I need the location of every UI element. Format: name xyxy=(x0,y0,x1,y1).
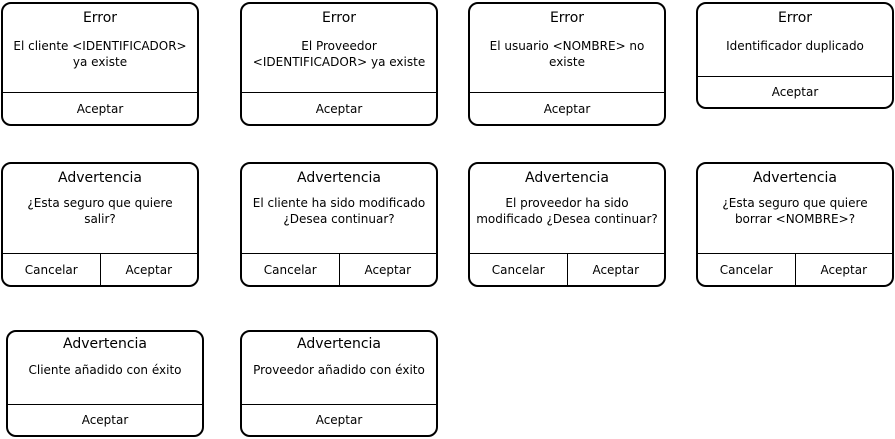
accept-button[interactable]: Aceptar xyxy=(338,254,437,285)
error-dialog-usuario-no-existe: Error El usuario <NOMBRE> no existe Acep… xyxy=(468,2,666,126)
dialog-footer: Aceptar xyxy=(470,92,664,124)
cancel-button[interactable]: Cancelar xyxy=(24,262,78,277)
dialog-title: Error xyxy=(82,10,118,26)
dialog-title: Advertencia xyxy=(752,170,837,186)
accept-button[interactable]: Aceptar xyxy=(543,101,591,116)
dialog-message: Proveedor añadido con éxito xyxy=(253,363,425,377)
cancel-button[interactable]: Cancelar xyxy=(719,262,773,277)
accept-button[interactable]: Aceptar xyxy=(81,413,129,427)
dialog-title: Error xyxy=(321,10,357,26)
dialog-footer: Cancelar Aceptar xyxy=(242,253,436,285)
dialog-title: Advertencia xyxy=(524,170,609,186)
dialog-title: Advertencia xyxy=(62,336,147,352)
dialog-message: El usuario <NOMBRE> no existe xyxy=(489,39,645,69)
error-dialog-cliente-existe: Error El cliente <IDENTIFICADOR> ya exis… xyxy=(1,2,199,126)
warning-dialog-salir: Advertencia ¿Esta seguro que quiere sali… xyxy=(1,162,199,287)
dialog-title: Error xyxy=(549,10,585,26)
dialog-message: ¿Esta seguro que quiere salir? xyxy=(27,196,173,226)
error-dialog-identificador-duplicado: Error Identificador duplicado Aceptar xyxy=(696,2,894,109)
accept-button[interactable]: Aceptar xyxy=(315,413,363,427)
warning-dialog-cliente-anadido: Advertencia Cliente añadido con éxito Ac… xyxy=(6,330,204,437)
warning-dialog-proveedor-anadido: Advertencia Proveedor añadido con éxito … xyxy=(240,330,438,437)
dialog-footer: Cancelar Aceptar xyxy=(698,253,892,285)
accept-button[interactable]: Aceptar xyxy=(771,85,819,99)
error-dialog-proveedor-existe: Error El Proveedor <IDENTIFICADOR> ya ex… xyxy=(240,2,438,126)
dialog-footer: Aceptar xyxy=(242,404,436,435)
dialog-footer: Aceptar xyxy=(8,404,202,435)
dialog-footer: Aceptar xyxy=(698,76,892,107)
dialog-title: Error xyxy=(777,10,813,26)
warning-dialog-cliente-modificado: Advertencia El cliente ha sido modificad… xyxy=(240,162,438,287)
accept-button[interactable]: Aceptar xyxy=(76,101,124,116)
dialog-title: Advertencia xyxy=(296,336,381,352)
accept-button[interactable]: Aceptar xyxy=(794,254,893,285)
dialog-title: Advertencia xyxy=(296,170,381,186)
dialog-message: El cliente ha sido modificado ¿Desea con… xyxy=(252,196,426,226)
dialog-message: El cliente <IDENTIFICADOR> ya existe xyxy=(13,39,187,69)
dialog-message: El Proveedor <IDENTIFICADOR> ya existe xyxy=(252,39,426,69)
dialog-message: Cliente añadido con éxito xyxy=(28,363,182,377)
dialog-title: Advertencia xyxy=(57,170,142,186)
dialog-message: El proveedor ha sido modificado ¿Desea c… xyxy=(476,196,658,226)
dialog-footer: Cancelar Aceptar xyxy=(3,253,197,285)
cancel-button[interactable]: Cancelar xyxy=(263,262,317,277)
cancel-button[interactable]: Cancelar xyxy=(491,262,545,277)
warning-dialog-borrar-nombre: Advertencia ¿Esta seguro que quiere borr… xyxy=(696,162,894,287)
dialog-footer: Cancelar Aceptar xyxy=(470,253,664,285)
dialog-message: Identificador duplicado xyxy=(726,39,864,53)
accept-button[interactable]: Aceptar xyxy=(99,254,198,285)
dialog-footer: Aceptar xyxy=(242,92,436,124)
accept-button[interactable]: Aceptar xyxy=(315,101,363,116)
accept-button[interactable]: Aceptar xyxy=(566,254,665,285)
dialog-footer: Aceptar xyxy=(3,92,197,124)
dialog-message: ¿Esta seguro que quiere borrar <NOMBRE>? xyxy=(722,196,868,226)
warning-dialog-proveedor-modificado: Advertencia El proveedor ha sido modific… xyxy=(468,162,666,287)
